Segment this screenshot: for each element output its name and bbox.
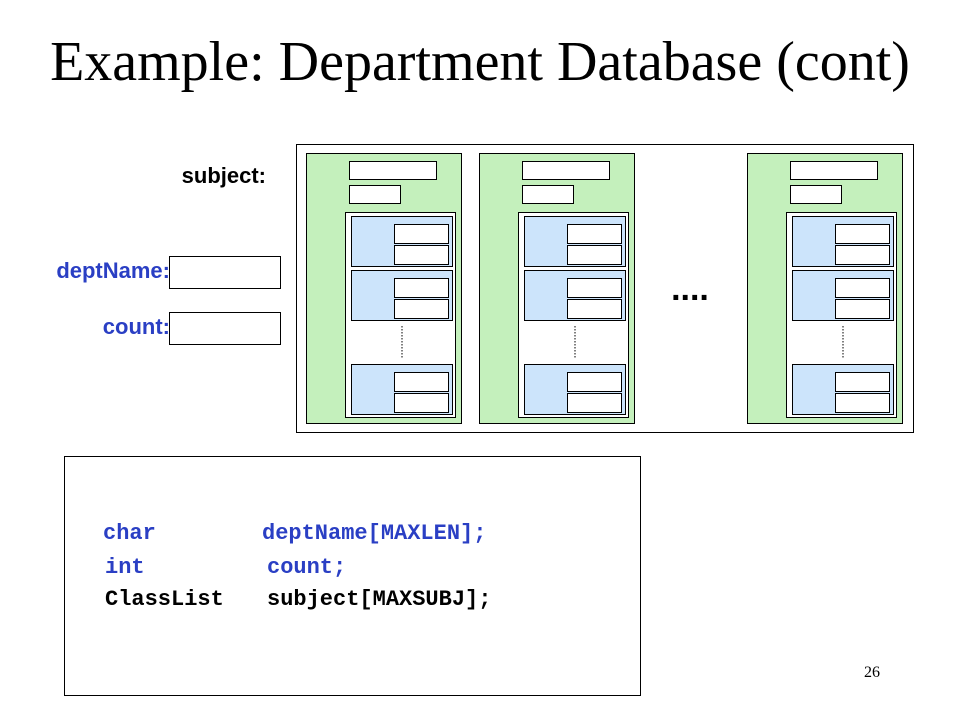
- student-name-field: [394, 393, 449, 413]
- student-name-field: [567, 393, 622, 413]
- count-label: count:: [102, 314, 170, 339]
- student-name-field: [567, 245, 622, 265]
- student-name-field: [394, 245, 449, 265]
- student-id-field: [394, 224, 449, 244]
- student-id-field: [567, 278, 622, 298]
- student-name-field: [835, 245, 890, 265]
- student-id-field: [835, 278, 890, 298]
- class-list-subject-code-field: [522, 161, 610, 180]
- ellipsis: ....: [671, 270, 709, 308]
- code-type-classlist: ClassList: [105, 587, 224, 612]
- student-id-field: [835, 224, 890, 244]
- class-list-size-field: [522, 185, 574, 204]
- class-list-subject-code-field: [349, 161, 437, 180]
- student-id-field: [567, 372, 622, 392]
- student-id-field: [394, 278, 449, 298]
- code-decl-subject: subject[MAXSUBJ];: [267, 587, 492, 612]
- code-box: [64, 456, 641, 696]
- student-id-field: [394, 372, 449, 392]
- student-name-field: [394, 299, 449, 319]
- student-name-field: [835, 393, 890, 413]
- dept-name-field: [169, 256, 281, 289]
- student-name-field: [567, 299, 622, 319]
- dept-name-label: deptName:: [56, 258, 170, 283]
- code-type-char: char: [103, 521, 156, 546]
- student-name-field: [835, 299, 890, 319]
- slide-title: Example: Department Database (cont): [50, 31, 910, 93]
- page-number: 26: [864, 664, 880, 681]
- class-list-subject-code-field: [790, 161, 878, 180]
- student-id-field: [567, 224, 622, 244]
- code-decl-deptname: deptName[MAXLEN];: [262, 521, 487, 546]
- code-decl-count: count;: [267, 555, 347, 580]
- class-list-size-field: [790, 185, 842, 204]
- subject-label: subject:: [181, 163, 266, 188]
- count-field: [169, 312, 281, 345]
- student-id-field: [835, 372, 890, 392]
- code-type-int: int: [105, 555, 145, 580]
- class-list-size-field: [349, 185, 401, 204]
